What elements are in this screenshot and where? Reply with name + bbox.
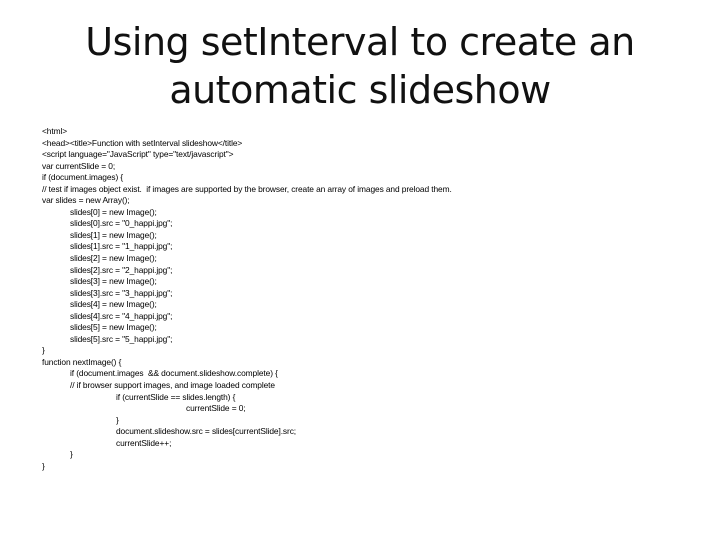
code-line: slides[1] = new Image();	[70, 229, 157, 240]
slide-title-line-1: Using setInterval to create an	[85, 20, 635, 64]
code-line: }	[42, 345, 45, 356]
code-line: // if browser support images, and image …	[70, 380, 275, 391]
code-line: slides[3] = new Image();	[70, 276, 157, 287]
code-line: slides[5].src = "5_happi.jpg";	[70, 333, 173, 344]
code-line: slides[4].src = "4_happi.jpg";	[70, 310, 173, 321]
code-line: slides[0].src = "0_happi.jpg";	[70, 218, 173, 229]
code-line: if (document.images && document.slidesho…	[70, 368, 278, 379]
code-line: <head><title>Function with setInterval s…	[42, 137, 243, 148]
code-line: currentSlide++;	[116, 437, 172, 448]
code-line: document.slideshow.src = slides[currentS…	[116, 426, 297, 437]
code-line: slides[1].src = "1_happi.jpg";	[70, 241, 173, 252]
code-line: <script language="JavaScript" type="text…	[42, 149, 234, 160]
code-line: var slides = new Array();	[42, 195, 130, 206]
code-line: // test if images object exist. if image…	[42, 183, 452, 194]
code-line: function nextImage() {	[42, 356, 122, 367]
code-line: currentSlide = 0;	[186, 403, 246, 414]
code-line: slides[4] = new Image();	[70, 299, 157, 310]
code-line: }	[70, 449, 73, 460]
code-line: }	[42, 460, 45, 471]
code-line: }	[116, 414, 119, 425]
code-line: if (currentSlide == slides.length) {	[116, 391, 236, 402]
slide-title: Using setInterval to create an automatic…	[0, 18, 720, 114]
code-line: slides[0] = new Image();	[70, 206, 157, 217]
code-line: slides[3].src = "3_happi.jpg";	[70, 287, 173, 298]
code-line: slides[5] = new Image();	[70, 322, 157, 333]
code-line: if (document.images) {	[42, 172, 124, 183]
code-line: slides[2] = new Image();	[70, 253, 157, 264]
code-line: <html>	[42, 126, 68, 136]
code-listing: <html><head><title>Function with setInte…	[42, 126, 702, 472]
code-line: var currentSlide = 0;	[42, 160, 116, 171]
slide-title-line-2: automatic slideshow	[169, 68, 551, 112]
code-line: slides[2].src = "2_happi.jpg";	[70, 264, 173, 275]
